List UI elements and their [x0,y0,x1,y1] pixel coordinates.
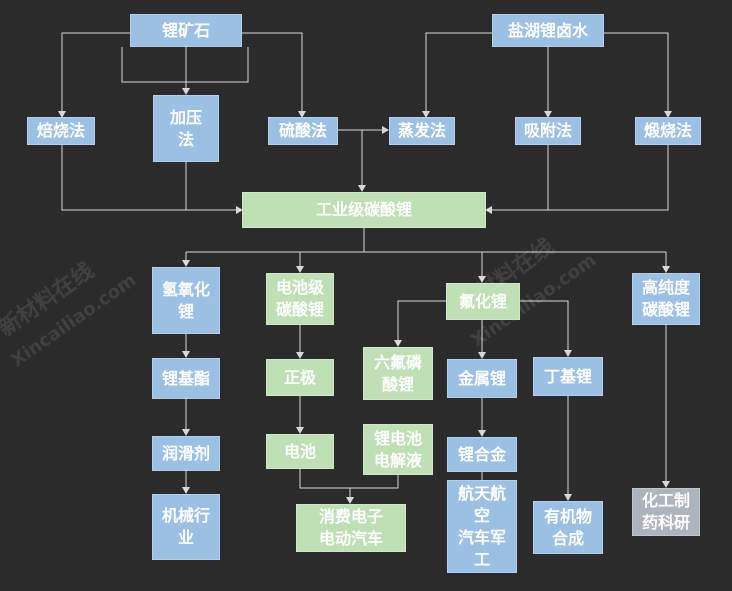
node-butyl-li: 丁基锂 [533,357,603,396]
node-calcination-method: 煅烧法 [635,117,701,145]
node-organic-synth: 有机物 合成 [533,501,603,554]
node-li-metal: 金属锂 [447,359,517,398]
node-high-purity-li2co3: 高纯度 碳酸锂 [632,273,700,325]
node-lipf6: 六氟磷 酸锂 [363,347,433,400]
node-battery: 电池 [266,434,334,469]
node-machinery: 机械行 业 [152,494,220,560]
node-salt-lake-brine: 盐湖锂卤水 [492,14,604,47]
node-electrolyte: 锂电池 电解液 [363,424,433,475]
node-lubricant: 润滑剂 [152,436,220,471]
node-lif: 氟化锂 [446,283,520,320]
node-consumer-ev: 消费电子 电动汽车 [296,504,406,552]
node-li-alloy: 锂合金 [447,437,517,472]
node-li-base-ester: 锂基酯 [152,358,220,399]
node-chem-pharma: 化工制 药科研 [632,488,700,536]
node-sulfuric-acid-method: 硫酸法 [268,117,338,145]
node-adsorption-method: 吸附法 [515,117,581,145]
node-aero-auto-mil: 航天航 空 汽车军 工 [447,480,517,573]
node-battery-li2co3: 电池级 碳酸锂 [266,273,334,325]
node-lioh: 氢氧化 锂 [152,267,220,334]
node-pressure-method: 加压 法 [153,95,219,162]
node-evaporation-method: 蒸发法 [389,117,455,145]
node-lithium-ore: 锂矿石 [130,14,242,47]
node-industrial-li2co3: 工业级碳酸锂 [242,192,486,228]
node-roasting-method: 焙烧法 [27,117,95,145]
node-cathode: 正极 [266,359,334,396]
